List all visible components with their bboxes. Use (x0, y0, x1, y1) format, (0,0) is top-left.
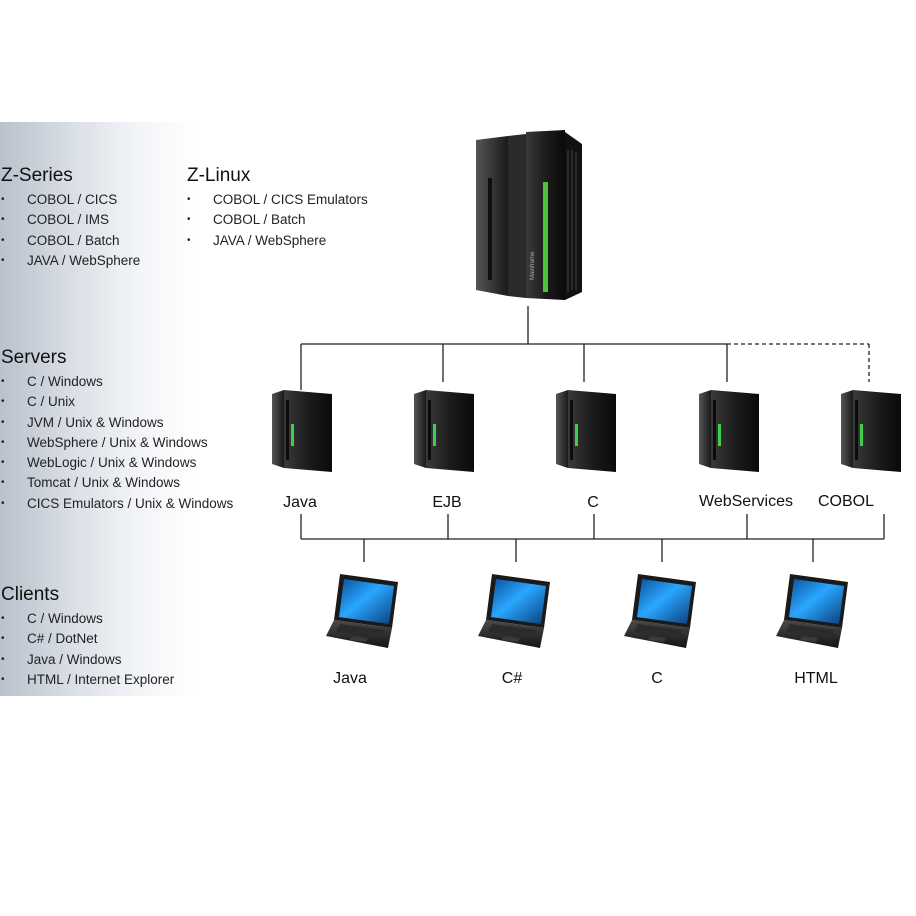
mainframe-brand-text: Mainframe (530, 251, 536, 280)
list-item: COBOL / CICS (1, 190, 140, 211)
list-item: C / Unix (1, 392, 233, 413)
connector-lines (300, 306, 885, 562)
server-label-java: Java (283, 494, 317, 511)
zlinux-list: COBOL / CICS Emulators COBOL / Batch JAV… (187, 190, 368, 251)
client-label-c: C (651, 670, 663, 687)
list-item: COBOL / IMS (1, 210, 140, 231)
zseries-list: COBOL / CICS COBOL / IMS COBOL / Batch J… (1, 190, 140, 271)
laptop-icon (326, 574, 398, 648)
list-item: Java / Windows (1, 650, 174, 671)
clients-list: C / Windows C# / DotNet Java / Windows H… (1, 609, 174, 690)
list-item: HTML / Internet Explorer (1, 670, 174, 691)
list-item: C# / DotNet (1, 629, 174, 650)
list-item: COBOL / Batch (1, 231, 140, 252)
server-icon (699, 390, 759, 472)
server-label-ejb: EJB (432, 494, 462, 511)
laptop-icon (776, 574, 848, 648)
client-label-java: Java (333, 670, 367, 687)
list-item: COBOL / CICS Emulators (187, 190, 368, 211)
client-label-html: HTML (794, 670, 838, 687)
mainframe-icon: Mainframe (476, 130, 582, 300)
zlinux-title: Z-Linux (187, 165, 251, 186)
clients-title: Clients (1, 584, 60, 605)
list-item: WebSphere / Unix & Windows (1, 433, 233, 454)
servers-list: C / Windows C / Unix JVM / Unix & Window… (1, 372, 233, 514)
server-icon (841, 390, 901, 472)
list-item: COBOL / Batch (187, 210, 368, 231)
client-label-csharp: C# (501, 670, 523, 687)
laptop-icon (478, 574, 550, 648)
server-label-webservices: WebServices (699, 493, 793, 510)
list-item: JVM / Unix & Windows (1, 413, 233, 434)
list-item: JAVA / WebSphere (187, 231, 368, 252)
list-item: Tomcat / Unix & Windows (1, 473, 233, 494)
server-icon (414, 390, 474, 472)
server-label-cobol: COBOL (817, 493, 874, 510)
laptop-icon (624, 574, 696, 648)
list-item: CICS Emulators / Unix & Windows (1, 494, 233, 515)
list-item: JAVA / WebSphere (1, 251, 140, 272)
server-label-c: C (587, 494, 599, 511)
server-icon (272, 390, 332, 472)
zseries-title: Z-Series (1, 165, 73, 186)
mainframe-led-strip (543, 182, 548, 292)
servers-title: Servers (1, 347, 67, 368)
list-item: WebLogic / Unix & Windows (1, 453, 233, 474)
server-icon (556, 390, 616, 472)
list-item: C / Windows (1, 372, 233, 393)
list-item: C / Windows (1, 609, 174, 630)
